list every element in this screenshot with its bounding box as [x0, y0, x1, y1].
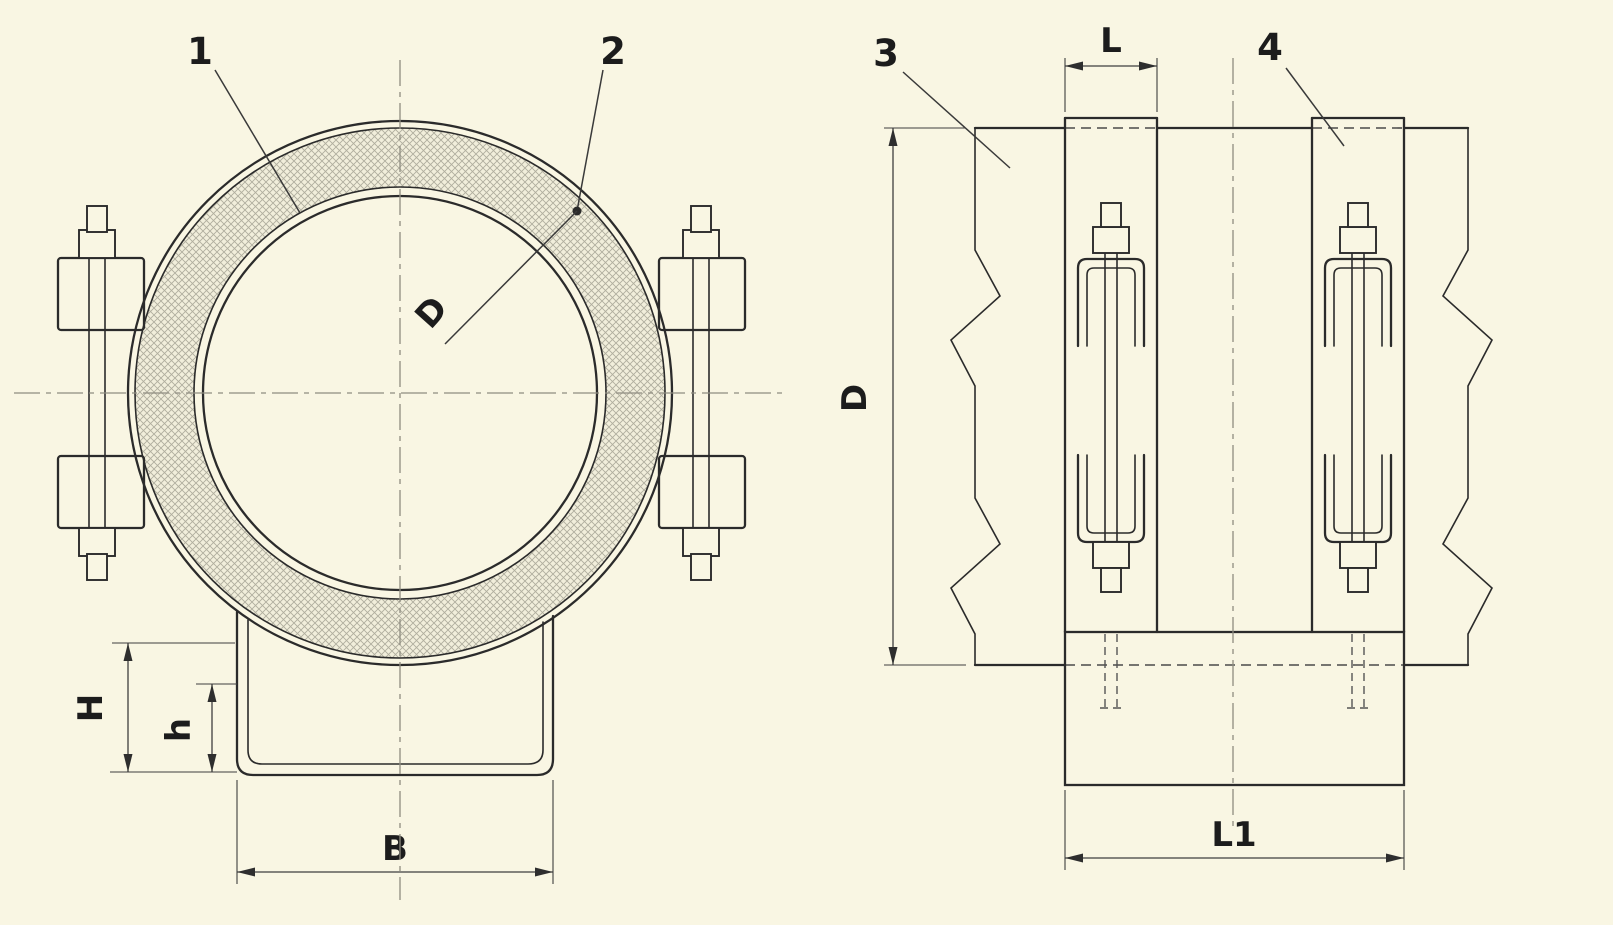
bolt-head-right-top: [690, 205, 712, 233]
bolt-b-bracket-top-inner: [1333, 267, 1383, 347]
dim-h-label: h: [159, 718, 199, 742]
bolt-b-head-bottom: [1347, 567, 1369, 593]
callout-2-label: 2: [600, 30, 626, 73]
bolt-a-bracket-top-inner: [1086, 267, 1136, 347]
bolt-nut-left-top: [78, 229, 116, 259]
dim-B-label: B: [382, 829, 408, 869]
callout-3-leader: [902, 71, 1011, 169]
side-view: 3 4 L D L1: [835, 21, 1493, 870]
callout-2-leader: [576, 69, 604, 212]
bolt-b-bracket-bottom-inner: [1333, 454, 1383, 534]
dim-L1: L1: [1064, 790, 1405, 870]
bolt-head-left-bottom: [86, 553, 108, 581]
callout-1: 1: [187, 30, 301, 214]
dim-B: B: [236, 780, 554, 884]
callout-4: 4: [1257, 26, 1345, 147]
pipe-break-left: [950, 127, 1002, 666]
callout-4-label: 4: [1257, 26, 1283, 69]
clamp-band-a: [1063, 116, 1159, 634]
bolt-b-nut-top: [1339, 226, 1377, 254]
bolt-head-left-top: [86, 205, 108, 233]
callout-4-leader: [1285, 67, 1345, 147]
bolt-b-bracket-top-outer: [1323, 257, 1393, 348]
clamp-band-b: [1310, 116, 1406, 634]
bolt-nut-left-bottom: [78, 527, 116, 557]
dim-L: L: [1064, 21, 1158, 112]
base-channel-inner: [247, 619, 544, 765]
clamp-lug-right-top: [657, 256, 747, 332]
pipe-side: [950, 126, 1493, 667]
bolt-b-nut-bottom: [1339, 541, 1377, 569]
dim-H: H: [71, 642, 237, 773]
bolt-assembly-left: [56, 205, 146, 581]
bolt-a-nut-top: [1092, 226, 1130, 254]
base-channel: [235, 610, 555, 777]
callout-1-label: 1: [187, 30, 213, 73]
dim-D-label: D: [835, 384, 875, 412]
dim-H-label: H: [71, 694, 111, 722]
centerlines-front: [14, 60, 788, 900]
base-block: [1063, 630, 1406, 787]
bolt-a-head-bottom: [1100, 567, 1122, 593]
clamp-lug-right-bottom: [657, 454, 747, 530]
bore-diameter-leader: [444, 210, 578, 345]
bolt-a-nut-bottom: [1092, 541, 1130, 569]
base-block-outline: [1063, 630, 1406, 787]
callout-2: 2: [572, 30, 626, 216]
dim-h: h: [159, 683, 237, 772]
clamp-lug-left-bottom: [56, 454, 146, 530]
base-channel-outer: [235, 610, 555, 777]
callout-3: 3: [873, 32, 1011, 169]
front-view: 1 2 D H h B: [14, 30, 788, 900]
clamp-lug-left-top: [56, 256, 146, 332]
bolt-nut-right-top: [682, 229, 720, 259]
bolt-a-head-top: [1100, 202, 1122, 228]
bolt-head-right-bottom: [690, 553, 712, 581]
pipe-break-right: [1441, 127, 1493, 666]
bolt-a-bracket-bottom-inner: [1086, 454, 1136, 534]
bore-diameter-label: D: [408, 289, 457, 337]
bolt-a-bracket-top-outer: [1076, 257, 1146, 348]
dim-L1-label: L1: [1211, 815, 1256, 855]
bolt-b-head-top: [1347, 202, 1369, 228]
bolt-nut-right-bottom: [682, 527, 720, 557]
bolt-assembly-right: [657, 205, 747, 581]
callout-1-leader: [214, 69, 301, 214]
callout-3-label: 3: [873, 32, 899, 75]
dim-D-side: D: [835, 127, 966, 666]
dim-L-label: L: [1100, 21, 1122, 61]
